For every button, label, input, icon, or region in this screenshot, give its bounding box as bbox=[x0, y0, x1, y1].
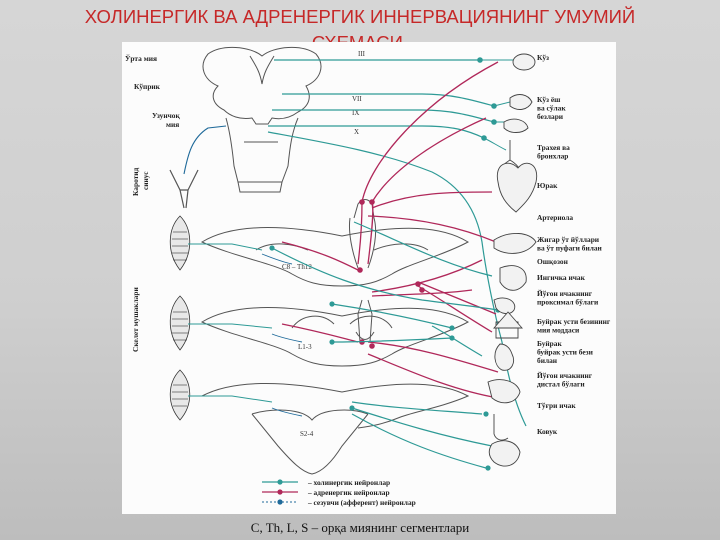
legend-node-afferent bbox=[277, 499, 283, 505]
organ-label-14: Ковук bbox=[537, 427, 558, 436]
cranial-nerve-x: X bbox=[354, 128, 359, 136]
ciliary-ganglion-node bbox=[477, 57, 483, 63]
diagram-canvas: Ўрта мия Кўприк Узунчоқ мия Каротид сину… bbox=[125, 47, 611, 507]
legend: – холинергик нейронлар – адренергик нейр… bbox=[262, 478, 416, 507]
organ-label-line: дистал бўлаги bbox=[537, 380, 585, 389]
title-line-1: ХОЛИНЕРГИК ВА АДРЕНЕРГИК ИННЕРВАЦИЯНИНГ … bbox=[84, 6, 636, 27]
organ-label-line: Буйрак усти безининг bbox=[537, 317, 611, 326]
organ-label-line: Артериола bbox=[537, 213, 573, 222]
segment-label-sacral: S2-4 bbox=[300, 430, 314, 438]
organ-label-line: бронхлар bbox=[537, 152, 568, 161]
organ-label-line: Кўз bbox=[537, 53, 549, 62]
ganglion-node-vii bbox=[491, 103, 497, 109]
organ-label-line: ва ўт пуфаги билан bbox=[537, 244, 603, 253]
segment-label-lumbar: L1-3 bbox=[298, 343, 312, 351]
organ-label-line: безлари bbox=[537, 112, 564, 121]
organ-label-line: Юрак bbox=[537, 181, 558, 190]
carotid-afferent-fiber bbox=[183, 125, 227, 175]
ganglion-node-ix bbox=[491, 119, 497, 125]
innervation-diagram: Ўрта мия Кўприк Узунчоқ мия Каротид сину… bbox=[122, 42, 616, 514]
organ-label-line: Йўғон ичакнинг bbox=[537, 371, 593, 380]
organ-label-line: Ковук bbox=[537, 427, 558, 436]
distal-colon-drawing bbox=[487, 379, 521, 404]
label-midbrain: Ўрта мия bbox=[125, 53, 157, 63]
label-carotid-sinus-2: синус bbox=[141, 171, 150, 190]
liver-drawing bbox=[493, 233, 537, 254]
label-carotid-sinus-1: Каротид bbox=[131, 167, 140, 196]
organ-label-line: Ошқозон bbox=[537, 257, 569, 266]
organ-drawings bbox=[487, 53, 538, 467]
afferent-fibers bbox=[261, 253, 303, 417]
organ-label-line: мия моддаси bbox=[537, 326, 580, 335]
legend-label-cholinergic: – холинергик нейронлар bbox=[307, 478, 390, 487]
segments-caption: C, Th, L, S – орқа миянинг сегментлари bbox=[250, 520, 470, 535]
label-medulla-2: мия bbox=[166, 120, 179, 129]
salivary-gland-drawing bbox=[503, 118, 529, 133]
organ-label-13: Тўғри ичак bbox=[537, 401, 576, 410]
organ-label-7: Ошқозон bbox=[537, 257, 569, 266]
heart-drawing bbox=[496, 162, 538, 213]
ganglion-node-x bbox=[481, 135, 487, 141]
organ-label-8: Ингичка ичак bbox=[537, 273, 586, 282]
organ-label-line: проксимал бўлаги bbox=[537, 298, 599, 307]
eye-drawing bbox=[512, 53, 536, 71]
organ-label-1: Кўз bbox=[537, 53, 549, 62]
label-skeletal-muscles: Скелет мушаклари bbox=[131, 287, 140, 352]
small-intestine-drawing bbox=[493, 297, 516, 315]
lacrimal-gland-drawing bbox=[509, 94, 533, 110]
cholinergic-fibers bbox=[271, 221, 499, 469]
organ-label-line: ва сўлак bbox=[537, 104, 566, 113]
bladder-drawing bbox=[488, 440, 521, 467]
muscle-hatching bbox=[172, 231, 188, 407]
brainstem-drawing bbox=[202, 47, 322, 193]
carotid-sinus-drawing bbox=[169, 169, 199, 209]
organ-label-line: Трахея ва bbox=[537, 143, 570, 152]
kidney-drawing bbox=[494, 343, 514, 371]
rectum-drawing bbox=[493, 414, 509, 441]
organ-label-line: Жигар ўт йўллари bbox=[537, 235, 600, 244]
label-medulla-1: Узунчоқ bbox=[152, 111, 180, 120]
organ-label-line: Тўғри ичак bbox=[537, 401, 576, 410]
legend-label-afferent: – сезувчи (афферент) нейронлар bbox=[307, 498, 416, 507]
skeletal-muscle-drawings bbox=[169, 215, 191, 421]
spinal-sections bbox=[200, 227, 470, 475]
segment-label-thoracic: C8 – Th12 bbox=[282, 263, 312, 271]
stomach-drawing bbox=[499, 265, 527, 291]
adrenergic-ganglia bbox=[357, 199, 425, 349]
cranial-nerve-ix: IX bbox=[352, 109, 359, 117]
organ-label-line: Йўғон ичакнинг bbox=[537, 289, 593, 298]
adrenal-medulla-drawing bbox=[493, 311, 523, 329]
cranial-fibers bbox=[267, 59, 527, 427]
legend-node-cholinergic bbox=[277, 479, 283, 485]
organ-label-line: билан bbox=[537, 356, 558, 365]
cranial-nerve-vii: VII bbox=[352, 95, 362, 103]
organ-label-line: Ингичка ичак bbox=[537, 273, 586, 282]
organ-label-4: Юрак bbox=[537, 181, 558, 190]
legend-node-adrenergic bbox=[277, 489, 283, 495]
label-pons: Кўприк bbox=[134, 82, 161, 91]
organ-label-line: буйрак усти бези bbox=[537, 348, 594, 357]
organ-label-line: Буйрак bbox=[537, 339, 562, 348]
organ-label-5: Артериола bbox=[537, 213, 573, 222]
legend-label-adrenergic: – адренергик нейронлар bbox=[307, 488, 390, 497]
somatic-fibers bbox=[188, 243, 273, 403]
cranial-nerve-iii: III bbox=[358, 50, 366, 58]
organ-label-line: Кўз ёш bbox=[537, 95, 561, 104]
adrenergic-fibers bbox=[281, 61, 499, 399]
